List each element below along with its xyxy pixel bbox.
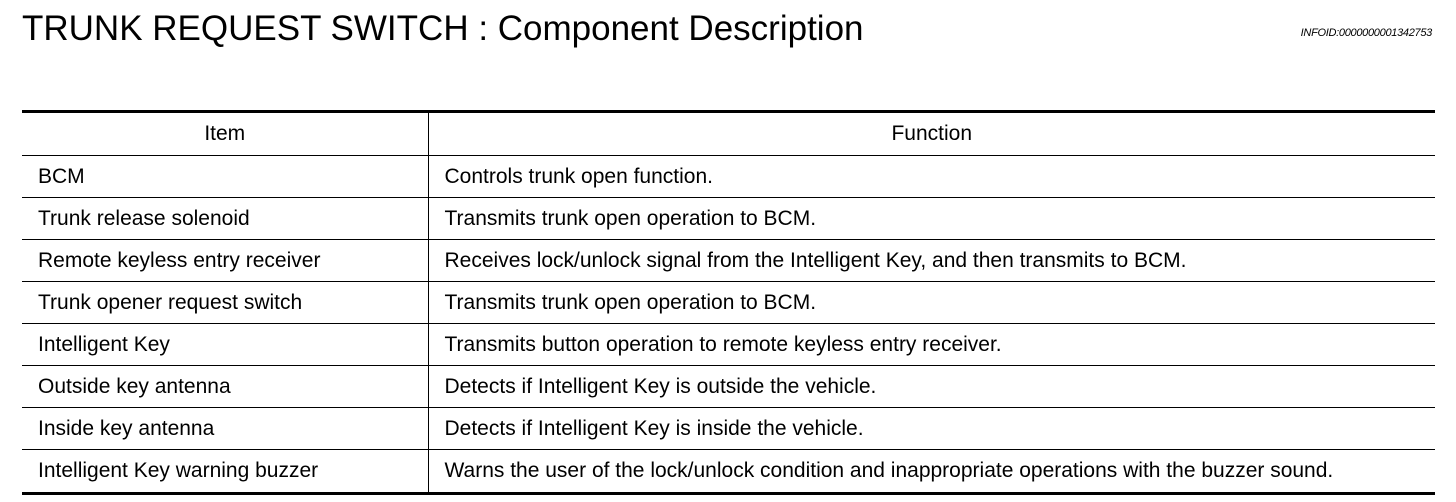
- function-cell: Receives lock/unlock signal from the Int…: [428, 239, 1435, 282]
- function-cell: Warns the user of the lock/unlock condit…: [428, 449, 1435, 495]
- table-row: Outside key antenna Detects if Intellige…: [22, 365, 1435, 408]
- component-description-table: Item Function BCM Controls trunk open fu…: [22, 110, 1435, 495]
- item-cell: Inside key antenna: [22, 407, 429, 450]
- table-row: Inside key antenna Detects if Intelligen…: [22, 407, 1435, 450]
- table-row: Intelligent Key Transmits button operati…: [22, 323, 1435, 366]
- function-cell: Detects if Intelligent Key is inside the…: [428, 407, 1435, 450]
- page-title: TRUNK REQUEST SWITCH : Component Descrip…: [22, 9, 864, 48]
- table-row: BCM Controls trunk open function.: [22, 155, 1435, 198]
- function-cell: Transmits button operation to remote key…: [428, 323, 1435, 366]
- item-cell: Remote keyless entry receiver: [22, 239, 429, 282]
- item-cell: Trunk release solenoid: [22, 197, 429, 240]
- function-cell: Detects if Intelligent Key is outside th…: [428, 365, 1435, 408]
- table-row: Trunk opener request switch Transmits tr…: [22, 281, 1435, 324]
- function-cell: Transmits trunk open operation to BCM.: [428, 197, 1435, 240]
- table-row: Intelligent Key warning buzzer Warns the…: [22, 449, 1435, 495]
- table-row: Remote keyless entry receiver Receives l…: [22, 239, 1435, 282]
- column-header-function: Function: [428, 110, 1435, 156]
- table-row: Trunk release solenoid Transmits trunk o…: [22, 197, 1435, 240]
- item-cell: Outside key antenna: [22, 365, 429, 408]
- column-header-item: Item: [22, 110, 429, 156]
- item-cell: BCM: [22, 155, 429, 198]
- item-cell: Intelligent Key warning buzzer: [22, 449, 429, 495]
- item-cell: Trunk opener request switch: [22, 281, 429, 324]
- function-cell: Controls trunk open function.: [428, 155, 1435, 198]
- function-cell: Transmits trunk open operation to BCM.: [428, 281, 1435, 324]
- info-id: INFOID:0000000001342753: [1300, 27, 1433, 39]
- item-cell: Intelligent Key: [22, 323, 429, 366]
- table-header-row: Item Function: [22, 110, 1435, 156]
